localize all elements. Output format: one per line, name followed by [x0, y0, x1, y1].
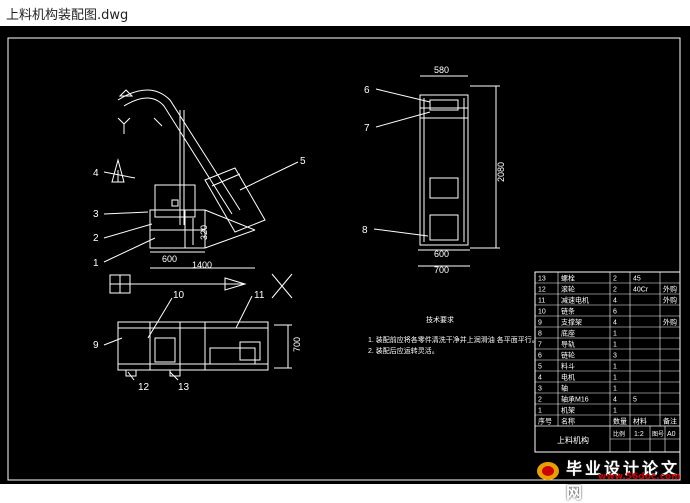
bom-cell: 1: [613, 342, 617, 349]
dim-580: 580: [434, 65, 449, 75]
bom-cell: 4: [613, 320, 617, 327]
bom-border: [534, 271, 681, 453]
title-block-scale-label: 比例: [613, 430, 625, 438]
top-label-13: 13: [178, 382, 190, 393]
bom-cell: 7: [538, 342, 542, 349]
bom-cell: 2: [538, 397, 542, 404]
bom-cell: 轴承M16: [561, 395, 589, 404]
bom-cell: 滚轮: [561, 285, 575, 294]
top-view: [103, 295, 292, 381]
bom-cell: 13: [538, 276, 546, 283]
watermark: 毕业设计论文网 www.56doc.com: [528, 455, 690, 502]
dim-600-side: 600: [434, 249, 449, 259]
dim-1400: 1400: [192, 260, 212, 270]
bom-cell: 45: [633, 276, 641, 283]
notes-line-1: 1. 装配前应将各零件清洗干净并上润滑油 各平面平行。: [368, 335, 539, 344]
top-label-12: 12: [138, 382, 150, 393]
bom-cell: 名称: [561, 417, 575, 426]
hopper: [204, 167, 266, 233]
side-label-6: 6: [364, 85, 370, 96]
watermark-logo-icon: [537, 462, 559, 480]
bom-cell: 序号: [538, 417, 552, 426]
bom-cell: 12: [538, 287, 546, 294]
bom-cell: 轴: [561, 384, 568, 393]
title-block-name: 上料机构: [557, 435, 589, 445]
front-label-5: 5: [300, 156, 306, 167]
side-view: [373, 75, 500, 267]
bom-cell: 11: [538, 298, 545, 305]
side-label-8: 8: [362, 225, 368, 236]
front-label-3: 3: [93, 209, 99, 220]
top-label-11: 11: [254, 290, 265, 301]
y-mark: [117, 117, 131, 134]
front-label-4: 4: [93, 168, 99, 179]
top-label-9: 9: [93, 340, 99, 351]
front-label-2: 2: [93, 233, 99, 244]
bom-cell: 6: [538, 353, 542, 360]
bom-cell: 减速电机: [561, 296, 589, 305]
chute-outer: [117, 89, 241, 211]
cad-drawing-canvas[interactable]: 4 3 2 1 5 320 600 1400 6 7 8 580 2080 60…: [0, 26, 690, 484]
chute-inner: [123, 97, 233, 215]
bom-cell: 1: [538, 408, 542, 415]
bom-cell: 1: [613, 408, 617, 415]
bom-cell: 螺栓: [561, 274, 575, 283]
bom-cell: 外购: [663, 296, 677, 305]
bom-cell: 料斗: [561, 362, 575, 371]
bom-cell: 40Cr: [633, 287, 649, 294]
window-title: 上料机构装配图.dwg: [6, 8, 129, 23]
bom-cell: 5: [633, 397, 637, 404]
bom-cell: 材料: [633, 417, 647, 426]
notes-line-2: 2. 装配后应运转灵活。: [368, 346, 439, 355]
side-label-7: 7: [364, 123, 370, 134]
bom-cell: 2: [613, 287, 617, 294]
dim-320: 320: [199, 225, 209, 240]
window-titlebar: 上料机构装配图.dwg: [0, 0, 690, 26]
front-label-1: 1: [93, 258, 99, 269]
dim-600-front: 600: [162, 254, 177, 264]
title-block-scale: 1:2: [634, 431, 644, 438]
bom-cell: 1: [613, 331, 617, 338]
dim-700-top: 700: [292, 337, 302, 352]
bom-cell: 数量: [613, 417, 627, 426]
bom-cell: 5: [538, 364, 542, 371]
front-view: [103, 89, 299, 299]
bom-cell: 外购: [663, 285, 677, 294]
watermark-url: www.56doc.com: [598, 472, 681, 482]
bom-cell: 1: [613, 364, 617, 371]
bom-cell: 导轨: [561, 340, 575, 349]
bom-cell: 4: [538, 375, 542, 382]
dim-700-side: 700: [434, 265, 449, 275]
sheet-border: [7, 37, 681, 481]
bom-cell: 电机: [561, 373, 575, 382]
bom-cell: 链轮: [561, 351, 575, 360]
motor-box: [154, 184, 196, 218]
bom-cell: 4: [613, 397, 617, 404]
bom-cell: 3: [538, 386, 542, 393]
bom-cell: 机架: [561, 406, 575, 415]
bom-cell: 2: [613, 276, 617, 283]
bom-cell: 支撑架: [561, 318, 582, 327]
bom-cell: 链条: [561, 307, 575, 316]
bom-cell: 4: [613, 298, 617, 305]
bom-cell: 1: [613, 375, 617, 382]
bom-cell: 备注: [663, 417, 677, 426]
bom-cell: 外购: [663, 318, 677, 327]
bom-cell: 6: [613, 309, 617, 316]
dim-2080: 2080: [496, 162, 506, 182]
drawing-svg: 4 3 2 1 5 320 600 1400 6 7 8 580 2080 60…: [7, 37, 681, 481]
bom-cell: 9: [538, 320, 542, 327]
bom-cell: 10: [538, 309, 546, 316]
notes-heading: 技术要求: [426, 315, 454, 324]
bom-cell: 1: [613, 386, 617, 393]
bom-cell: 8: [538, 331, 542, 338]
bom-cell: 3: [613, 353, 617, 360]
title-block-sheet-label: 图号: [652, 431, 664, 438]
title-block-sheet: A0: [667, 431, 676, 438]
bom-cell: 底座: [561, 329, 575, 338]
top-label-10: 10: [173, 290, 185, 301]
